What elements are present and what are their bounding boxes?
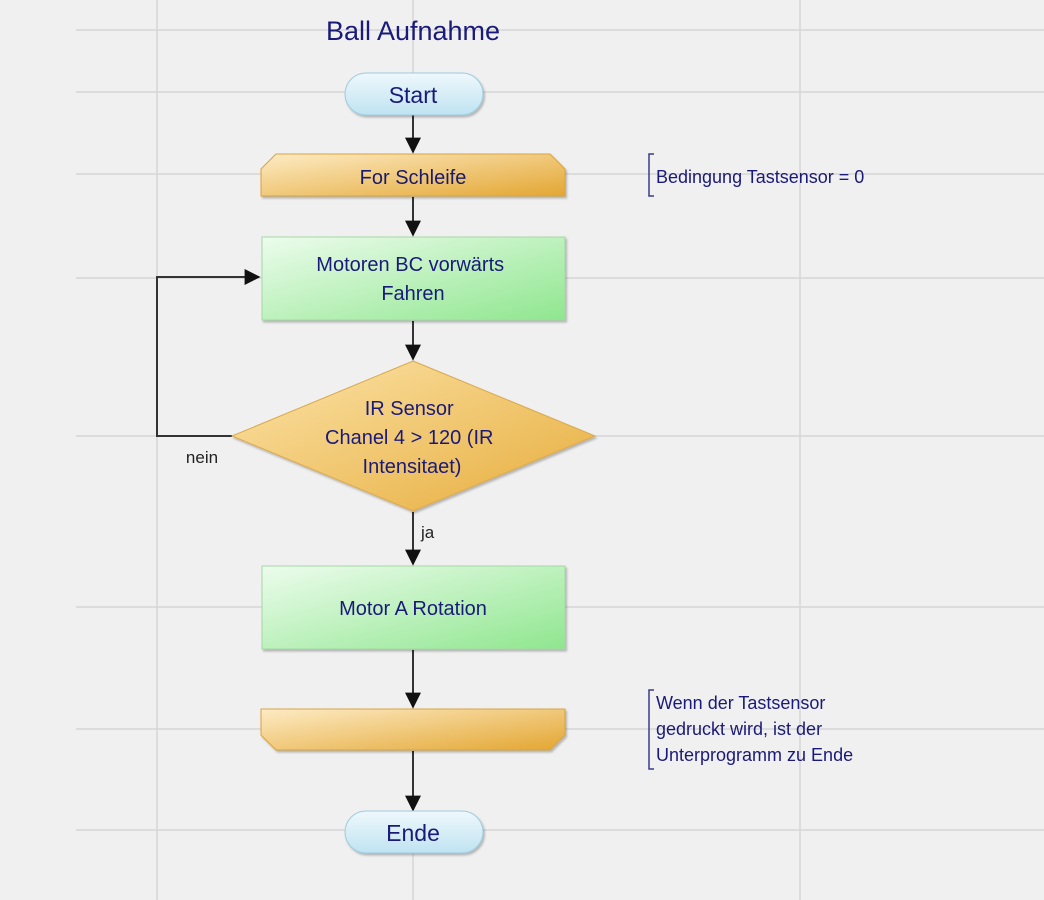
annotation-line: Wenn der Tastsensor [656, 693, 825, 713]
edge-decision-nein[interactable] [156, 269, 261, 437]
edge-label-ja: ja [420, 523, 435, 542]
node-loop-start-label: For Schleife [360, 167, 467, 189]
node-rotate[interactable] [261, 565, 566, 650]
annotation-loop-exit[interactable]: Wenn der Tastsensor gedruckt wird, ist d… [648, 689, 853, 770]
node-decision-line: Intensitaet) [363, 456, 462, 478]
diagram-title: Ball Aufnahme [326, 16, 500, 46]
node-decision-label: IR Sensor Chanel 4 > 120 (IR Intensitaet… [325, 398, 499, 478]
process-shape [261, 236, 566, 321]
loop-start-shape [260, 153, 566, 197]
annotation-line: Unterprogramm zu Ende [656, 745, 853, 765]
node-drive[interactable] [261, 236, 566, 321]
node-loop-end[interactable] [260, 708, 566, 751]
node-drive-line: Motoren BC vorwärts [316, 254, 504, 276]
terminator-shape [344, 810, 484, 854]
annotation-bracket [648, 153, 654, 197]
process-shape [261, 565, 566, 650]
annotation-text: Bedingung Tastsensor = 0 [656, 167, 864, 187]
terminator-shape [344, 72, 484, 116]
node-decision[interactable] [230, 360, 597, 512]
annotation-text: Wenn der Tastsensor gedruckt wird, ist d… [656, 693, 853, 765]
node-drive-label: Motoren BC vorwärts Fahren [316, 254, 509, 305]
connectors [156, 115, 421, 812]
loop-end-shape [260, 708, 566, 751]
edge-label-nein: nein [186, 448, 218, 467]
node-end-label: Ende [386, 820, 440, 846]
node-decision-line: IR Sensor [365, 398, 454, 420]
node-drive-line: Fahren [381, 283, 444, 305]
node-end[interactable] [344, 810, 484, 854]
node-start[interactable] [344, 72, 484, 116]
node-decision-line: Chanel 4 > 120 (IR [325, 427, 493, 449]
node-loop-start[interactable] [260, 153, 566, 197]
annotation-bracket [648, 689, 654, 770]
node-rotate-label: Motor A Rotation [339, 598, 487, 620]
node-start-label: Start [389, 82, 438, 108]
annotation-loop-condition[interactable]: Bedingung Tastsensor = 0 [648, 153, 864, 197]
annotation-line: Bedingung Tastsensor = 0 [656, 167, 864, 187]
decision-shape [230, 360, 597, 512]
annotation-line: gedruckt wird, ist der [656, 719, 822, 739]
